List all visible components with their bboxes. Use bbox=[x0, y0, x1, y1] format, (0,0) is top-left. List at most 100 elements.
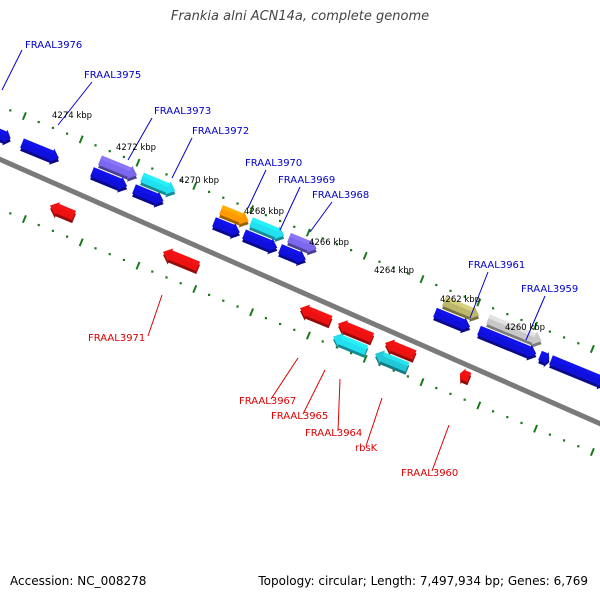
lower-scale-dot bbox=[66, 235, 69, 238]
upper-scale-dot bbox=[208, 190, 211, 193]
gene-rev-c1 bbox=[333, 333, 369, 358]
upper-scale-major-tick bbox=[192, 181, 198, 191]
label-fraal3960-leader bbox=[431, 424, 450, 472]
map-title: Frankia alni ACN14a, complete genome bbox=[170, 9, 430, 24]
gene-fwd-c2 bbox=[140, 172, 176, 198]
upper-scale-major-tick bbox=[362, 251, 368, 260]
lower-scale-dot bbox=[236, 305, 239, 308]
lower-scale bbox=[9, 212, 595, 457]
upper-scale-major-tick bbox=[249, 205, 255, 214]
gene-fwd-c2-highlight bbox=[142, 172, 170, 188]
scale-label: 4266 kbp bbox=[309, 238, 349, 248]
lower-scale-major-tick bbox=[419, 378, 425, 387]
gene-fwd-d2 bbox=[242, 229, 278, 255]
lower-scale-dot bbox=[108, 253, 111, 256]
gene-fwd-g1-highlight bbox=[479, 325, 531, 351]
label-fraal3969-leader bbox=[279, 186, 301, 231]
upper-scale-dot bbox=[264, 214, 267, 217]
upper-scale-major-tick bbox=[21, 112, 27, 121]
gene-fwd-d1 bbox=[212, 217, 240, 239]
upper-scale-dot bbox=[548, 330, 551, 333]
lower-scale-dot bbox=[563, 439, 566, 442]
scale-label: 4264 kbp bbox=[374, 266, 414, 276]
gene-fwd-a2-highlight bbox=[22, 138, 54, 155]
label-fraal3967-leader bbox=[270, 357, 299, 400]
lower-scale-dot bbox=[94, 247, 97, 250]
scale-label: 4260 kbp bbox=[505, 323, 545, 333]
upper-scale-dot bbox=[94, 144, 97, 147]
gene-rev-b2-highlight bbox=[345, 322, 375, 337]
gene-fwd-b2 bbox=[132, 184, 164, 208]
upper-scale-major-tick bbox=[589, 344, 595, 354]
upper-scale-major-tick bbox=[419, 275, 425, 284]
upper-scale-dot bbox=[51, 126, 54, 129]
upper-scale-dot bbox=[506, 313, 509, 316]
lower-scale-major-tick bbox=[533, 424, 539, 433]
label-fraal3972-leader bbox=[171, 137, 193, 179]
lower-scale-dot bbox=[37, 223, 40, 227]
upper-scale-dot bbox=[9, 109, 12, 112]
lower-scale-dot bbox=[293, 328, 296, 331]
gene-fwd-d3-highlight bbox=[280, 244, 301, 256]
gene-fwd-g3 bbox=[549, 355, 600, 390]
gene-fwd-g1 bbox=[477, 325, 537, 361]
upper-scale-dot bbox=[577, 342, 580, 345]
lower-scale-dot bbox=[577, 445, 580, 448]
gene-rev-d1 bbox=[460, 368, 472, 386]
accession-text: Accession: NC_008278 bbox=[10, 574, 147, 588]
label-fraal3973-leader bbox=[127, 117, 153, 161]
lower-scale-dot bbox=[392, 369, 395, 372]
label-fraal3972: FRAAL3972 bbox=[192, 126, 249, 137]
upper-scale-dot bbox=[151, 167, 154, 170]
lower-scale-dot bbox=[264, 317, 267, 320]
gene-rev-b2 bbox=[338, 320, 375, 346]
upper-scale-dot bbox=[179, 179, 182, 182]
label-fraal3967: FRAAL3967 bbox=[239, 396, 296, 407]
lower-scale-major-tick bbox=[249, 308, 255, 317]
label-fraal3975-leader bbox=[57, 81, 93, 126]
gene-rev-c1-highlight bbox=[340, 335, 369, 350]
scale-label: 4274 kbp bbox=[52, 111, 92, 121]
upper-scale-dot bbox=[520, 318, 523, 322]
lower-scale-major-tick bbox=[21, 215, 27, 224]
upper-scale-dot bbox=[293, 225, 296, 228]
lower-scale-major-tick bbox=[362, 354, 368, 363]
label-rbsk-leader bbox=[365, 397, 383, 447]
lower-scale-major-tick bbox=[135, 261, 141, 270]
gene-fwd-d1-highlight bbox=[214, 217, 235, 229]
gene-rev-a2 bbox=[163, 248, 201, 274]
gene-fwd-b1-highlight bbox=[92, 167, 122, 183]
gene-rev-c2 bbox=[375, 350, 410, 375]
gene-rev-a1-arrow bbox=[50, 202, 76, 221]
gene-fwd-d3 bbox=[278, 244, 306, 266]
label-fraal3965-leader bbox=[302, 369, 326, 415]
upper-scale-dot bbox=[350, 249, 353, 252]
gene-fwd-g2 bbox=[538, 350, 550, 368]
lower-scale-dot bbox=[492, 410, 495, 413]
gene-rev-b1 bbox=[300, 304, 333, 329]
label-fraal3965: FRAAL3965 bbox=[271, 411, 328, 422]
gene-rev-b3-arrow bbox=[385, 339, 417, 360]
gene-rev-b3-highlight bbox=[392, 341, 417, 355]
genome-summary: Topology: circular; Length: 7,497,934 bp… bbox=[258, 574, 588, 588]
upper-scale-dot bbox=[222, 196, 225, 199]
upper-scale-major-tick bbox=[78, 135, 84, 144]
label-fraal3959: FRAAL3959 bbox=[521, 284, 578, 295]
label-fraal3970: FRAAL3970 bbox=[245, 158, 302, 169]
upper-scale-dot bbox=[463, 295, 466, 298]
lower-scale-dot bbox=[435, 386, 438, 390]
gene-rev-d1-highlight bbox=[463, 370, 472, 377]
gene-fwd-f2 bbox=[442, 296, 480, 322]
scale-label: 4270 kbp bbox=[179, 176, 219, 186]
label-fraal3968: FRAAL3968 bbox=[312, 190, 369, 201]
upper-scale-dot bbox=[236, 202, 239, 205]
gene-fwd-c1-highlight bbox=[100, 155, 132, 172]
label-rbsk: rbsK bbox=[355, 443, 378, 454]
lower-scale-dot bbox=[350, 352, 353, 355]
label-fraal3961-leader bbox=[469, 271, 489, 319]
label-fraal3973: FRAAL3973 bbox=[154, 106, 211, 117]
label-fraal3976: FRAAL3976 bbox=[25, 40, 82, 51]
gene-fwd-e2 bbox=[249, 217, 285, 243]
gene-fwd-b2-highlight bbox=[134, 184, 159, 198]
upper-scale-dot bbox=[37, 120, 40, 124]
